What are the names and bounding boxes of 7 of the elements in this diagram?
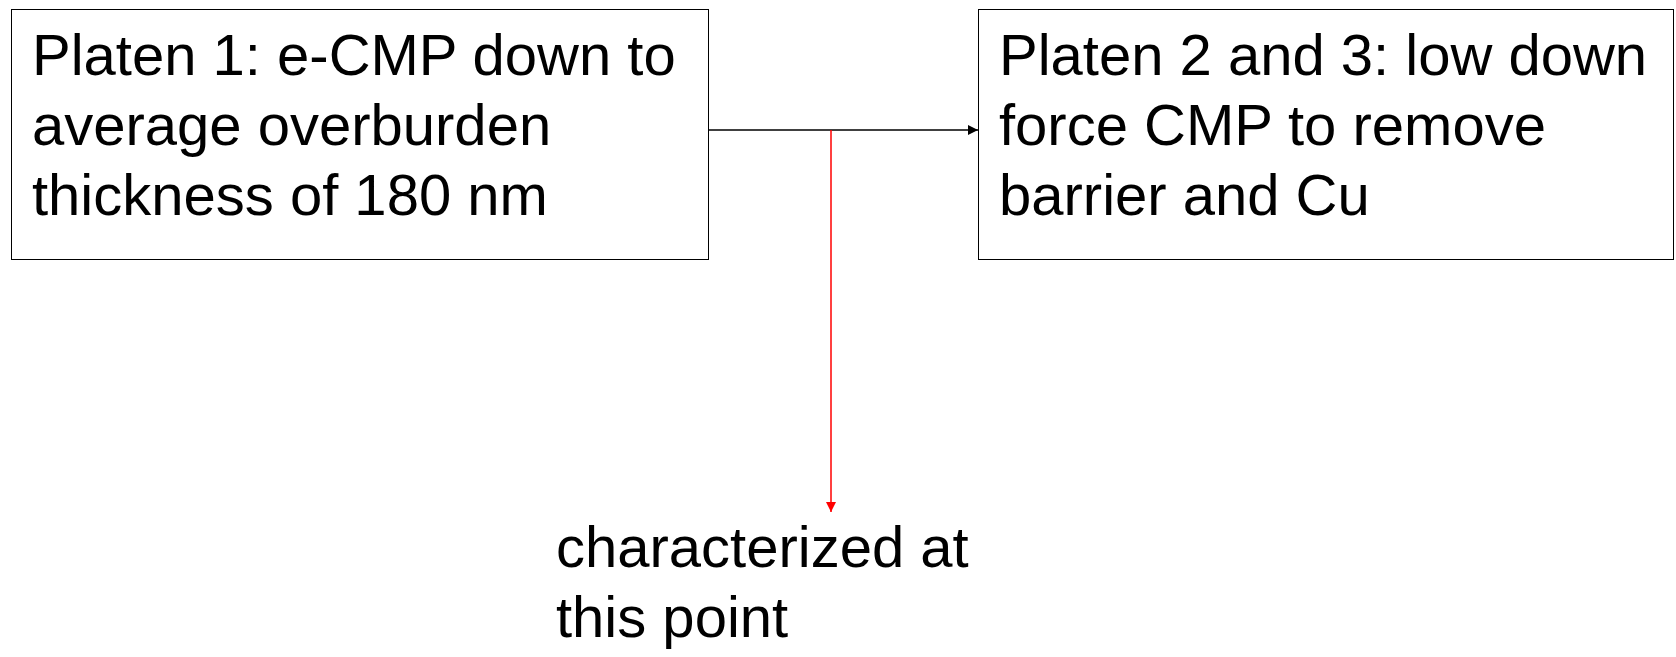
process-box bbox=[11, 9, 709, 260]
arrow bbox=[708, 125, 979, 135]
process-box bbox=[978, 9, 1674, 260]
process-text: Platen 2 and 3: low down force CMP to remove barrier and Cu bbox=[999, 21, 1649, 229]
process-text: Platen 1: e-CMP down to average overburden thickness of 180 nm bbox=[32, 21, 677, 229]
note-text: characterized at this point bbox=[556, 512, 1036, 652]
arrow bbox=[826, 129, 836, 513]
